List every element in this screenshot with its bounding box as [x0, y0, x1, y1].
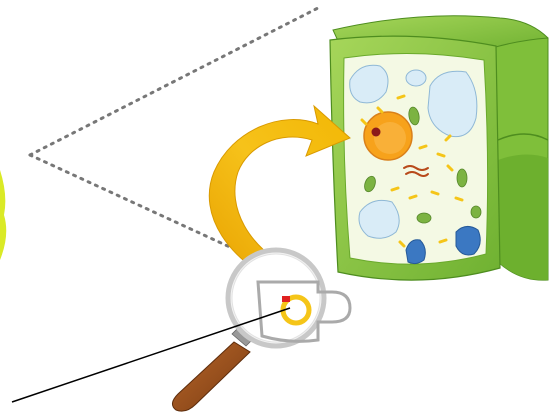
blue-organelle	[406, 240, 425, 264]
vacuole	[406, 70, 426, 86]
cell-wall-side-lower	[498, 154, 548, 280]
nucleus-inner	[374, 122, 406, 154]
sample-marker	[282, 296, 290, 302]
magnifying-glass	[172, 250, 350, 411]
plant-cell	[330, 16, 548, 280]
blue-organelle	[456, 226, 480, 255]
leaf-edge	[0, 170, 6, 260]
nucleolus	[372, 128, 381, 137]
vacuole	[359, 200, 399, 238]
pointer-line	[12, 308, 290, 402]
magnifier-handle	[172, 342, 250, 411]
